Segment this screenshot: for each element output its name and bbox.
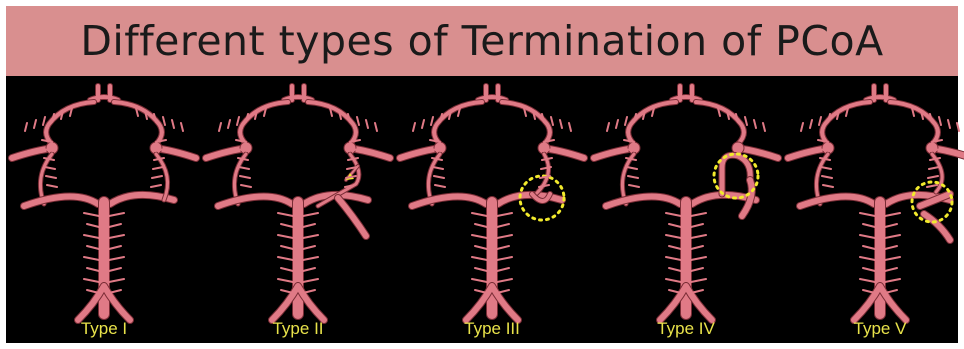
panel-type-5: Type V — [782, 76, 964, 343]
title-bar: Different types of Termination of PCoA — [6, 6, 958, 76]
left-posterior-cerebral-artery — [800, 196, 874, 206]
circle-of-willis-type-1 — [6, 76, 202, 343]
circle-of-willis-type-5 — [782, 76, 964, 343]
panels-row: Type I Type II Type III Type IV Type V — [6, 76, 958, 343]
anterior-cerebral-artery — [90, 86, 118, 100]
left-posterior-cerebral-artery — [606, 196, 680, 206]
panel-type-2: Type II — [200, 76, 396, 343]
left-posterior-cerebral-artery — [218, 196, 292, 206]
panel-label-type-5: Type V — [782, 319, 964, 339]
panel-label-type-4: Type IV — [588, 319, 784, 339]
panel-label-type-2: Type II — [200, 319, 396, 339]
left-posterior-cerebral-artery — [412, 196, 486, 206]
panel-type-4: Type IV — [588, 76, 784, 343]
panel-type-1: Type I — [6, 76, 202, 343]
anterior-cerebral-artery — [284, 86, 312, 100]
panel-label-type-3: Type III — [394, 319, 590, 339]
circle-of-willis-type-4 — [588, 76, 784, 343]
anterior-cerebral-artery — [672, 86, 700, 100]
circle-of-willis-type-2 — [200, 76, 396, 343]
panel-label-type-1: Type I — [6, 319, 202, 339]
left-posterior-cerebral-artery — [24, 196, 98, 206]
diagram-title: Different types of Termination of PCoA — [80, 17, 883, 65]
panel-type-3: Type III — [394, 76, 590, 343]
anterior-cerebral-artery — [478, 86, 506, 100]
anterior-cerebral-artery — [866, 86, 894, 100]
right-posterior-cerebral-artery-branch — [338, 198, 366, 236]
circle-of-willis-type-3 — [394, 76, 590, 343]
